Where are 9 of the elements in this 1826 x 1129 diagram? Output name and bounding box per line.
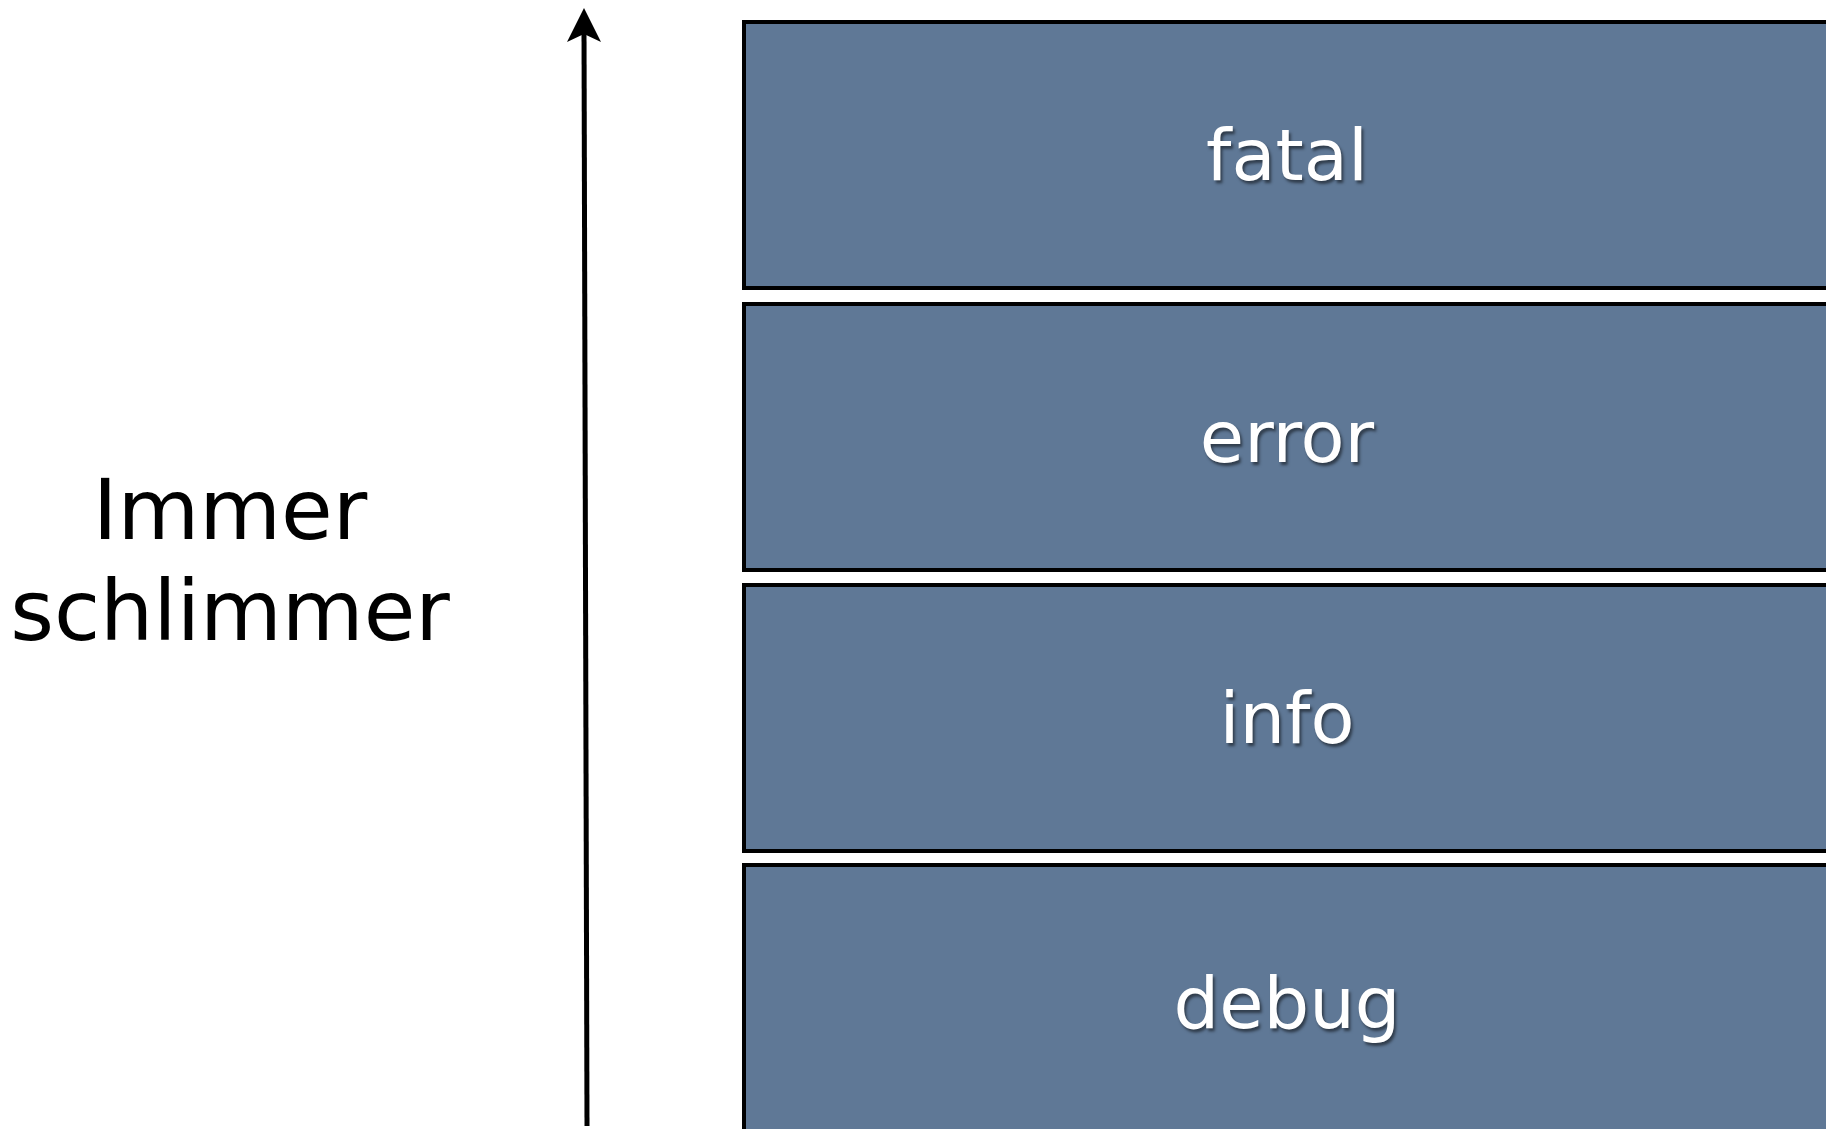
level-name: info [1219,676,1355,760]
level-band [742,302,1826,572]
level-band [742,20,1826,290]
level-band [742,583,1826,853]
level-band [742,863,1826,1129]
axis-caption: Immer schlimmer [9,460,451,662]
level-name: error [1199,395,1375,479]
level-name: fatal [1206,113,1368,197]
level-name: debug [1173,961,1401,1045]
